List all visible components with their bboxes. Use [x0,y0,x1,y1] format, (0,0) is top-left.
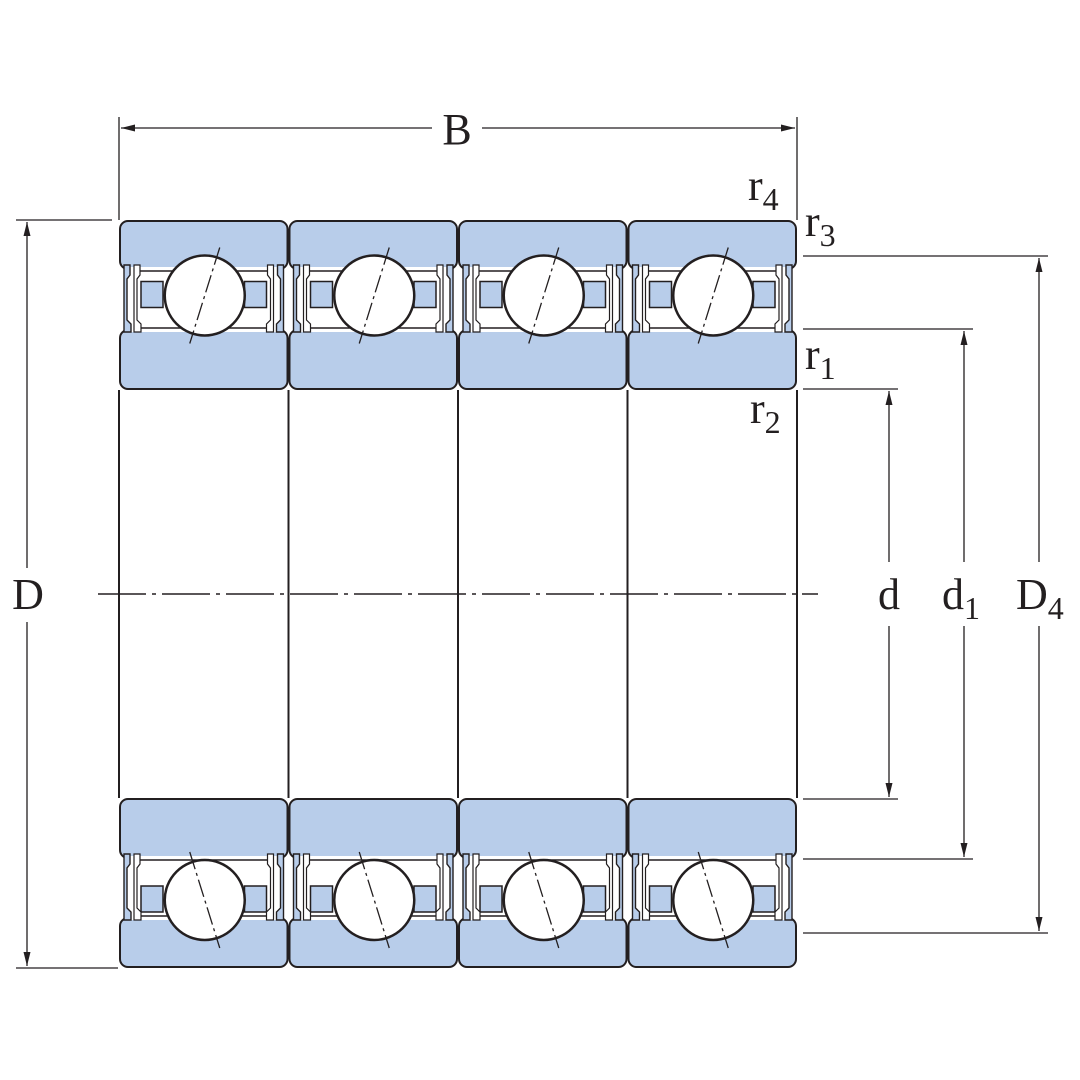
label-r4: r4 [748,161,779,217]
seal-left-lip [133,853,142,921]
seal-right-lip [774,264,783,333]
dimension-d1: d1 [803,328,980,860]
inner-ring [288,798,458,859]
label-D: D [12,570,44,619]
seal-left [462,853,471,921]
inner-ring [288,329,458,390]
inner-ring [458,798,628,859]
seal-right [445,853,454,921]
seal-right-lip [265,264,275,333]
label-B: B [442,105,471,154]
seal-left-lip [472,264,481,333]
cage-block [309,885,334,913]
ball [333,254,416,337]
ball [502,254,585,337]
cage-block [140,280,164,309]
seal-right-lip [435,853,444,921]
seal-left-lip [472,853,481,921]
seal-right [614,853,624,921]
contact-angle-line [358,851,390,949]
bearing-set [118,220,798,968]
seal-right [784,264,793,333]
cage-block [309,280,334,309]
inner-ring [627,329,797,390]
seal-left-lip [133,264,142,333]
ball [672,858,755,942]
inner-ring [119,798,289,859]
label-r3: r3 [805,197,836,253]
ball [672,254,755,337]
seal-right [784,853,793,921]
ball [163,254,246,337]
seal-right [275,853,285,921]
seal-right [445,264,454,333]
seal-right [275,264,285,333]
cage-block [582,280,607,309]
label-d1-sub: 1 [964,590,980,626]
seal-right-lip [604,853,614,921]
seal-right-lip [774,853,783,921]
cage-block [140,885,164,913]
contact-angle-line [528,851,560,949]
ball [502,858,585,942]
seal-right-lip [604,264,614,333]
seal-left-lip [641,853,651,921]
seal-left-lip [302,853,312,921]
label-r2: r2 [750,384,781,440]
cage-block [243,885,268,913]
seal-right-lip [435,264,444,333]
dimension-D: D [12,219,118,969]
cage-block [243,280,268,309]
seal-left-lip [302,264,312,333]
cage-block [582,885,607,913]
dimension-D4: D4 [803,255,1064,934]
label-D4-sub: 4 [1048,590,1064,626]
cage-block [413,280,437,309]
seal-left [123,853,132,921]
contact-angle-line [189,851,221,949]
label-d1-base: d [942,570,964,619]
inner-ring [627,798,797,859]
seal-left [462,264,471,333]
cage-block [479,280,503,309]
label-d1: d1 [942,570,980,626]
contact-angle-line [697,851,729,949]
cage-block [648,885,673,913]
seal-left [631,264,641,333]
cage-block [752,280,776,309]
label-d: d [878,570,900,619]
dimension-d: d [803,388,900,800]
cage-block [413,885,437,913]
seal-right-lip [265,853,275,921]
seal-left [292,853,302,921]
ball [163,858,246,942]
seal-left [292,264,302,333]
seal-left [631,853,641,921]
contact-angle-line [697,247,729,344]
cage-block [479,885,503,913]
inner-ring [458,329,628,390]
contact-angle-line [358,247,390,344]
label-D4-base: D [1016,570,1048,619]
contact-angle-line [189,247,221,344]
inner-ring [119,329,289,390]
dimension-B: B [118,105,798,220]
seal-left-lip [641,264,651,333]
seal-left [123,264,132,333]
seal-right [614,264,624,333]
ball [333,858,416,942]
contact-angle-line [528,247,560,344]
label-r1: r1 [805,330,836,386]
cage-block [752,885,776,913]
label-D4: D4 [1016,570,1064,626]
cage-block [648,280,673,309]
